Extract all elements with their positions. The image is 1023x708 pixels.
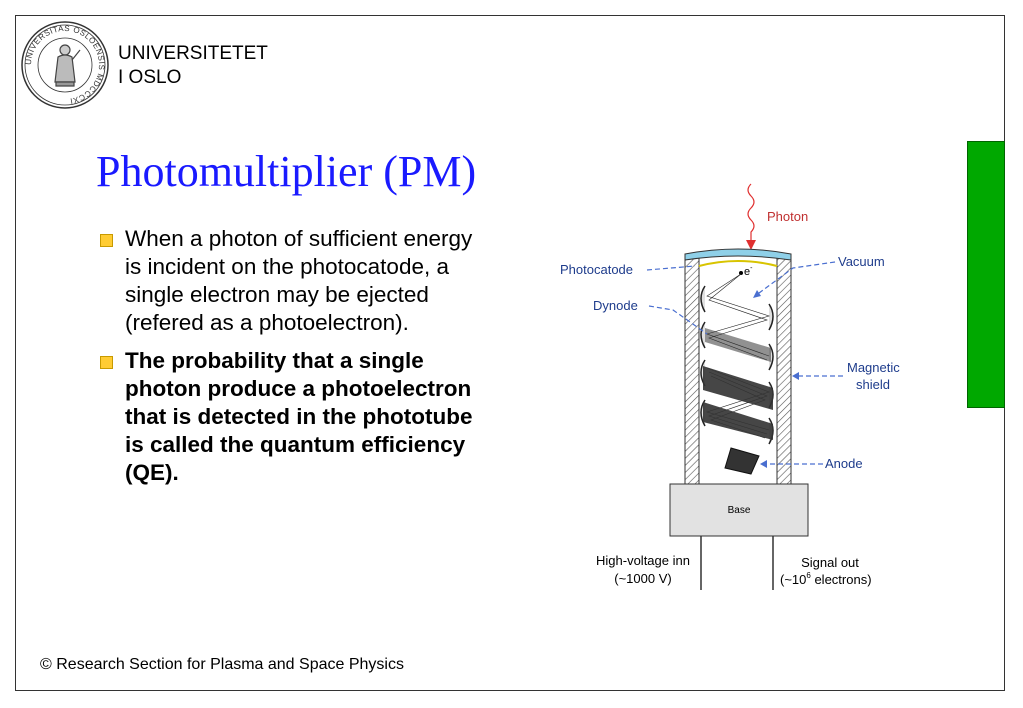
magnetic-shield-label-1: Magnetic	[847, 360, 900, 375]
signal-out-label-1: Signal out	[801, 555, 859, 570]
footer-copyright: © Research Section for Plasma and Space …	[40, 656, 404, 673]
photomultiplier-diagram: Photon e-	[560, 183, 900, 590]
institution-line-2: I OSLO	[118, 67, 182, 88]
high-voltage-label-1: High-voltage inn	[596, 553, 690, 568]
bullet-item: The probability that a single photon pro…	[100, 347, 490, 487]
dynode-label: Dynode	[593, 298, 638, 313]
accent-green-bar	[967, 141, 1005, 408]
photon-ray	[747, 183, 755, 244]
photocathode-layer	[698, 260, 778, 267]
bullet-text: When a photon of sufficient energy is in…	[125, 226, 473, 335]
tube-wall-left	[684, 253, 700, 485]
vacuum-label: Vacuum	[838, 254, 885, 269]
institution-line-1: UNIVERSITETET	[118, 43, 268, 64]
slide-title: Photomultiplier (PM)	[96, 147, 477, 196]
electron-label: e-	[744, 265, 753, 278]
leader-lines	[646, 261, 843, 465]
magnetic-shield-label-2: shield	[856, 377, 890, 392]
university-seal-logo: UNIVERSITAS OSLOENSIS MDCCCXI	[21, 21, 109, 109]
photocathode-window	[684, 248, 792, 261]
leader-arrowheads	[753, 290, 799, 468]
electron-dot	[739, 271, 743, 275]
bullet-square-icon	[100, 234, 113, 247]
photocatode-label: Photocatode	[560, 262, 633, 277]
photon-arrowhead	[746, 240, 756, 250]
anode	[724, 447, 760, 475]
bullet-square-icon	[100, 356, 113, 369]
dynode-cascade-fill	[703, 328, 773, 440]
bullet-text: The probability that a single photon pro…	[125, 348, 473, 485]
tube-wall-right	[776, 253, 792, 485]
bullet-list: When a photon of sufficient energy is in…	[100, 225, 490, 497]
base-box	[669, 483, 809, 537]
base-label: Base	[728, 505, 751, 516]
signal-out-label-2: (~106 electrons)	[780, 571, 872, 587]
bullet-item: When a photon of sufficient energy is in…	[100, 225, 490, 337]
institution-name: UNIVERSITETET I OSLO	[118, 42, 268, 90]
anode-label: Anode	[825, 456, 863, 471]
high-voltage-label-2: (~1000 V)	[614, 571, 671, 586]
photon-label: Photon	[767, 209, 808, 224]
